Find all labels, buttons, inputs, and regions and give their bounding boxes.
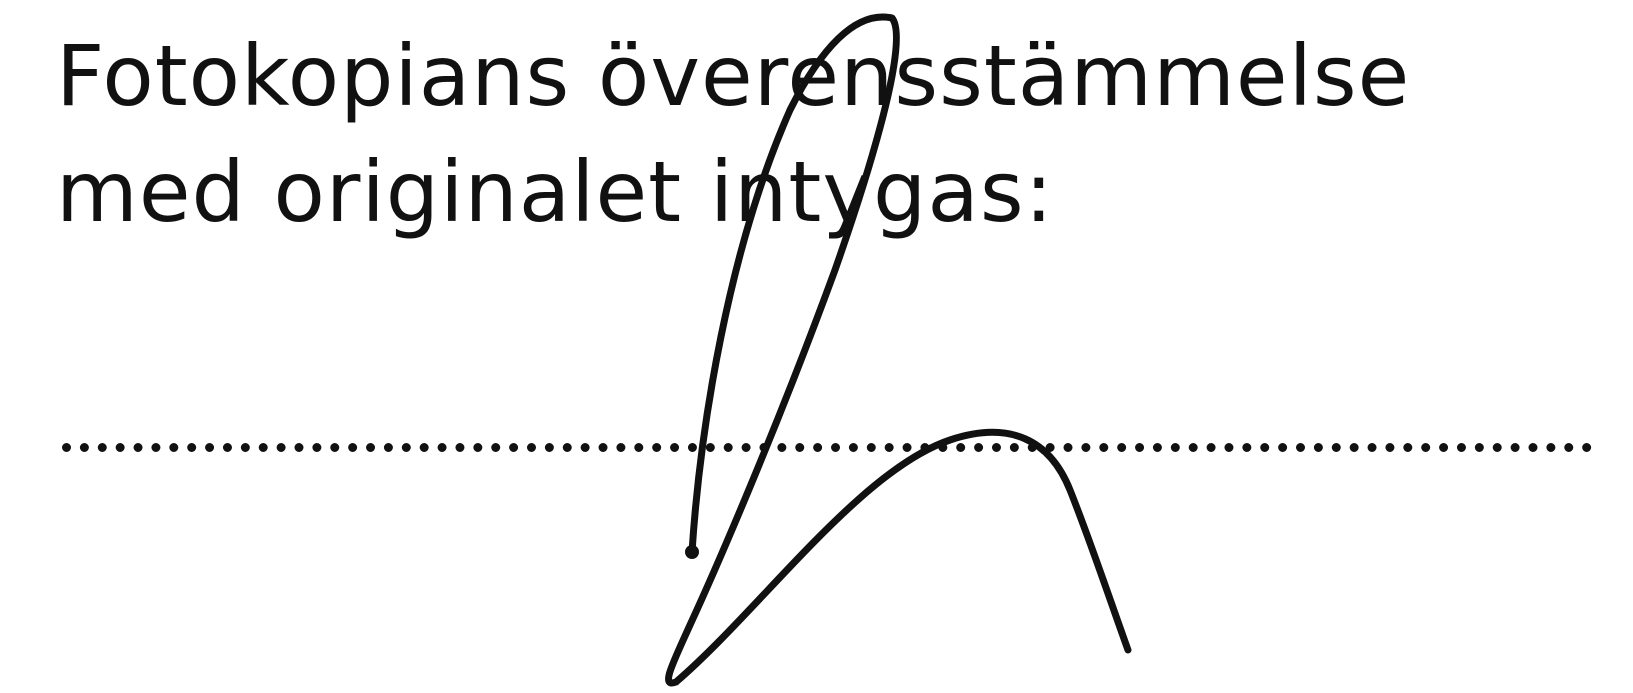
signature-stroke-arch bbox=[672, 428, 1132, 686]
signature-ink-dot bbox=[685, 545, 699, 559]
signature-line bbox=[62, 443, 1592, 452]
certification-line-1: Fotokopians överensstämmelse bbox=[56, 27, 1411, 125]
certification-line-2: med originalet intygas: bbox=[56, 143, 1054, 241]
certification-statement: Fotokopians överensstämmelse med origina… bbox=[56, 18, 1410, 250]
